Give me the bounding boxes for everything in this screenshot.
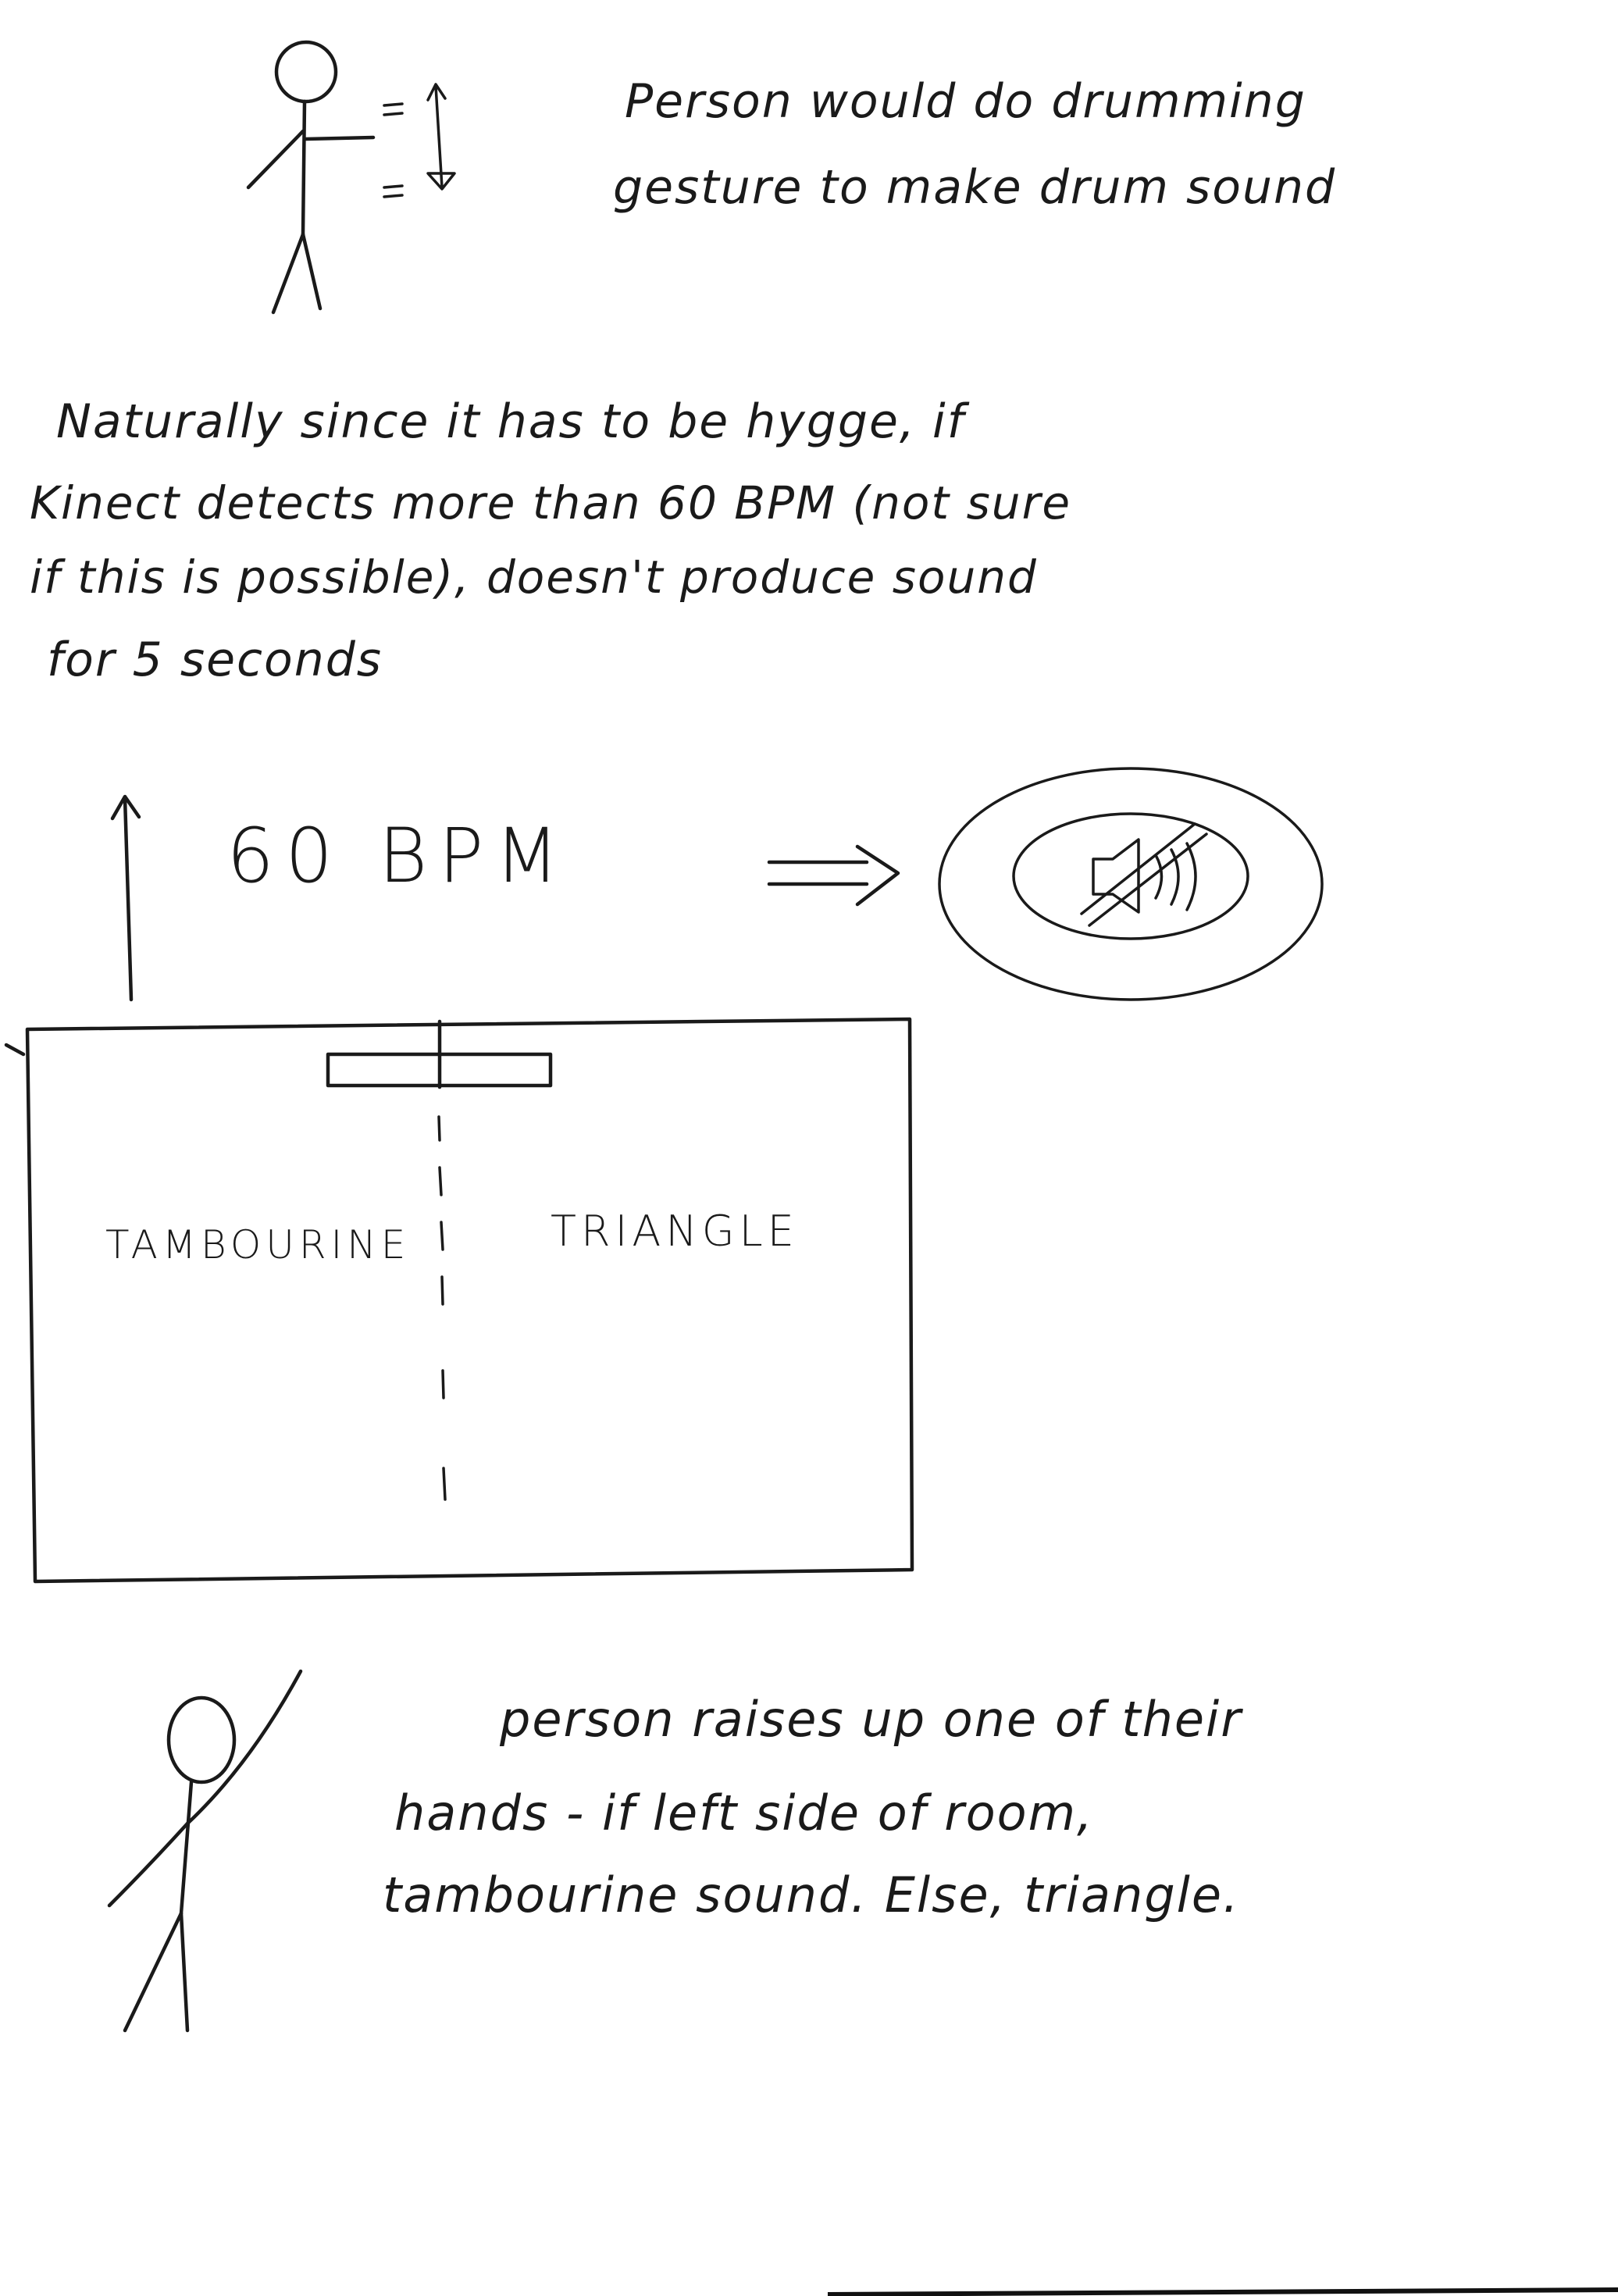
zone-triangle: TRIANGLE xyxy=(551,1207,799,1256)
note-top-line2: gesture to make drum sound xyxy=(613,160,1337,215)
note-bottom-line3: tambourine sound. Else, triangle. xyxy=(383,1866,1240,1923)
note-bottom-line1: person raises up one of their xyxy=(500,1691,1242,1748)
room-outline xyxy=(4,1017,914,1584)
room-divider xyxy=(437,1115,447,1501)
note-bottom-line2: hands - if left side of room, xyxy=(394,1784,1094,1841)
raised-hand-figure-icon xyxy=(107,1669,303,2033)
note-middle-line4: for 5 seconds xyxy=(47,633,383,687)
page-bottom-edge xyxy=(827,2287,1618,2296)
stick-figure-icon xyxy=(246,40,376,315)
muted-speaker-icon xyxy=(938,767,1324,1001)
implies-arrow-icon xyxy=(767,844,900,907)
note-middle-line1: Naturally since it has to be hygge, if xyxy=(56,394,965,449)
bpm-label: 60 BPM xyxy=(226,812,571,900)
drum-gesture-arrow-icon xyxy=(383,83,456,198)
note-middle-line2: Kinect detects more than 60 BPM (not sur… xyxy=(30,476,1072,529)
up-arrow-icon xyxy=(110,794,141,1002)
note-top-line1: Person would do drumming xyxy=(625,74,1306,129)
note-middle-line3: if this is possible), doesn't produce so… xyxy=(30,551,1038,604)
zone-tambourine: TAMBOURINE xyxy=(105,1222,411,1267)
